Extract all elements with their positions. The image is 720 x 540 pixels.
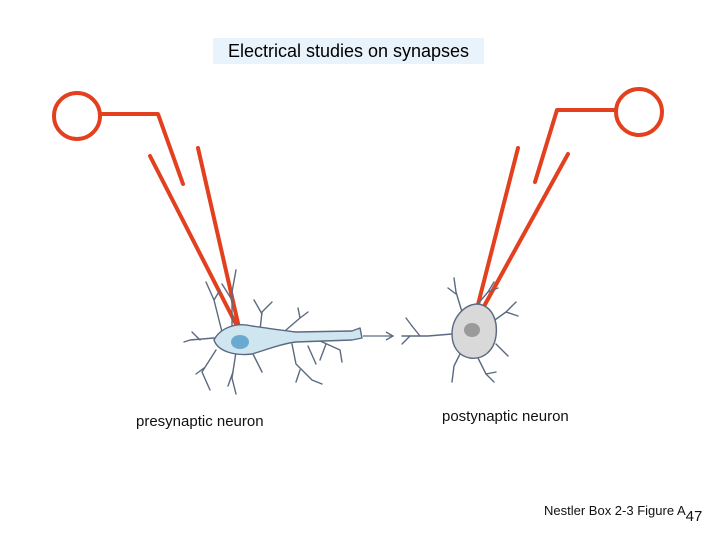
left-electrode-shaft-outer xyxy=(148,154,242,334)
presynaptic-nucleus xyxy=(231,335,249,349)
source-credit: Nestler Box 2-3 Figure A47 xyxy=(544,502,702,525)
left-electrode-shaft-inner xyxy=(196,146,242,334)
page-number: 47 xyxy=(685,508,703,525)
right-electrode-shaft-outer xyxy=(470,146,520,330)
source-citation: Nestler Box 2-3 Figure A xyxy=(544,503,686,518)
diagram-title: Electrical studies on synapses xyxy=(213,38,484,64)
postsynaptic-neuron-label: postynaptic neuron xyxy=(442,408,569,425)
right-electrode-shaft-inner xyxy=(470,152,570,330)
left-electrode xyxy=(52,91,242,334)
presynaptic-neuron-label: presynaptic neuron xyxy=(136,413,264,430)
right-meter-icon xyxy=(614,87,664,137)
synapse-arrow xyxy=(363,331,395,341)
right-electrode xyxy=(470,87,664,330)
right-electrode-lead xyxy=(533,108,618,184)
presynaptic-soma xyxy=(213,324,363,356)
left-electrode-lead xyxy=(98,112,185,186)
presynaptic-neuron xyxy=(183,269,363,395)
postsynaptic-nucleus xyxy=(464,323,480,337)
left-meter-icon xyxy=(52,91,102,141)
postsynaptic-neuron xyxy=(401,277,519,383)
